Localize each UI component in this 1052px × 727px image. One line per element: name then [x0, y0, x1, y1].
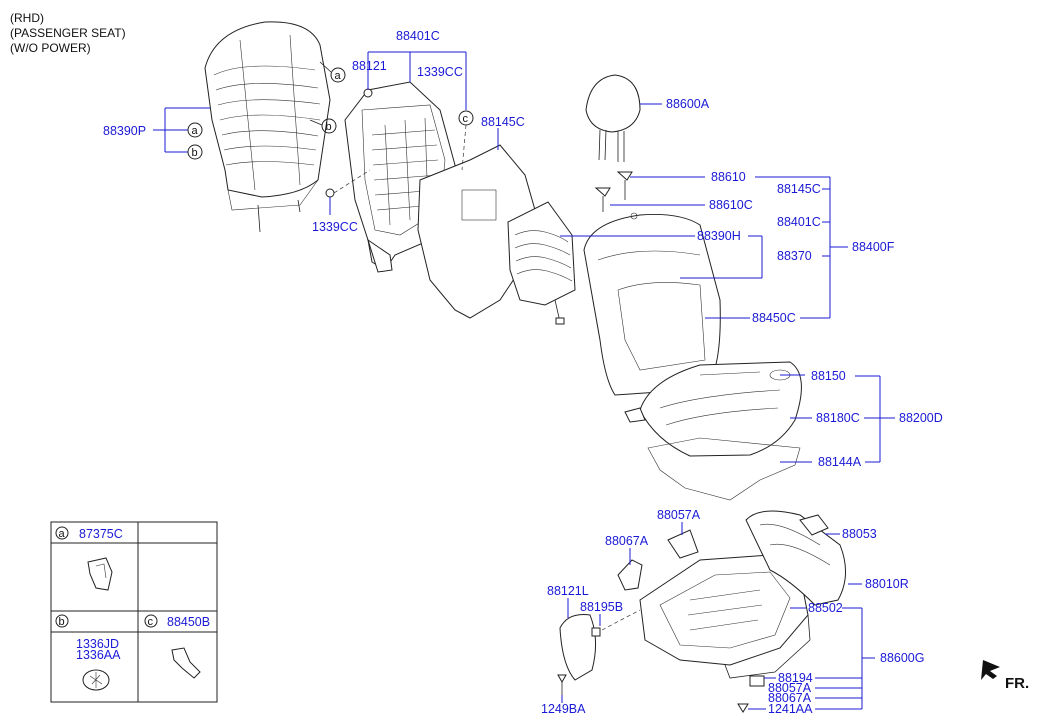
callout-c: c	[463, 113, 469, 125]
label-88600A: 88600A	[666, 97, 710, 111]
label-88502: 88502	[808, 601, 843, 615]
callout-a-left: a	[192, 125, 199, 137]
label-88390P: 88390P	[103, 124, 146, 138]
label-88194: 88194	[778, 671, 813, 685]
callout-b-right: b	[326, 121, 332, 133]
label-88057A-top: 88057A	[657, 508, 701, 522]
label-88401C-right: 88401C	[777, 215, 821, 229]
side-cover-part	[557, 609, 765, 713]
label-88200D: 88200D	[899, 411, 943, 425]
label-88390H: 88390H	[697, 229, 741, 243]
callout-a-top: a	[335, 70, 342, 82]
seatback-assembly-part	[583, 212, 721, 396]
callout-b-left: b	[192, 147, 198, 159]
label-88057A-bottom: 88057A	[768, 681, 812, 695]
legend-b-part-1: 1336JD	[76, 637, 119, 651]
seat-cushion-part	[624, 361, 802, 457]
legend-a-part: 87375C	[79, 527, 123, 541]
label-1241AA: 1241AA	[768, 702, 813, 716]
cushion-heater-part	[647, 437, 801, 501]
label-88121: 88121	[352, 59, 387, 73]
label-88195B: 88195B	[580, 600, 623, 614]
label-1339CC-bottom: 1339CC	[312, 220, 358, 234]
front-direction-indicator: FR.	[981, 660, 1029, 692]
label-88450C: 88450C	[752, 311, 796, 325]
label-88144A: 88144A	[818, 455, 862, 469]
legend-c-letter: c	[148, 616, 154, 628]
label-88067A-top: 88067A	[605, 534, 649, 548]
header-wo-power: (W/O POWER)	[10, 41, 91, 55]
legend-b-part-2: 1336AA	[76, 648, 121, 662]
label-88600G: 88600G	[880, 651, 924, 665]
label-88400F: 88400F	[852, 240, 895, 254]
label-88121L: 88121L	[547, 584, 589, 598]
label-88610: 88610	[711, 170, 746, 184]
clip-87375C-icon	[87, 557, 113, 591]
leader-lines	[153, 51, 895, 710]
label-88401C-top: 88401C	[396, 29, 440, 43]
part-number-labels: 88401C 88121 1339CC 88390P 1339CC 88145C…	[103, 29, 943, 716]
seatback-cover-part	[204, 21, 331, 233]
label-88145C-right: 88145C	[777, 182, 821, 196]
legend-b-letter: b	[59, 616, 65, 628]
back-board-part	[417, 144, 536, 319]
legend-table: a 87375C b 1336JD 1336AA c 88450B	[50, 521, 218, 703]
back-heater-mat-part	[507, 201, 576, 325]
cushion-frame-part	[617, 510, 846, 679]
label-88067A-bottom: 88067A	[768, 691, 812, 705]
label-1249BA: 1249BA	[541, 702, 586, 716]
front-arrow-icon	[981, 660, 1000, 680]
label-88180C: 88180C	[816, 411, 860, 425]
callout-circles: a a b b c	[187, 61, 474, 171]
header-rhd: (RHD)	[10, 11, 44, 25]
label-88150: 88150	[811, 369, 846, 383]
front-label: FR.	[1005, 675, 1029, 692]
header-passenger-seat: (PASSENGER SEAT)	[10, 26, 126, 40]
label-88053: 88053	[842, 527, 877, 541]
label-88610C: 88610C	[709, 198, 753, 212]
headrest-part	[585, 74, 641, 212]
label-88145C-mid: 88145C	[481, 115, 525, 129]
label-88370: 88370	[777, 249, 812, 263]
bracket-88450B-icon	[171, 647, 201, 679]
legend-c-part: 88450B	[167, 615, 210, 629]
legend-a-letter: a	[59, 528, 66, 540]
diagram-header: (RHD) (PASSENGER SEAT) (W/O POWER)	[10, 11, 126, 55]
label-88010R: 88010R	[865, 577, 909, 591]
label-1339CC-top: 1339CC	[417, 65, 463, 79]
